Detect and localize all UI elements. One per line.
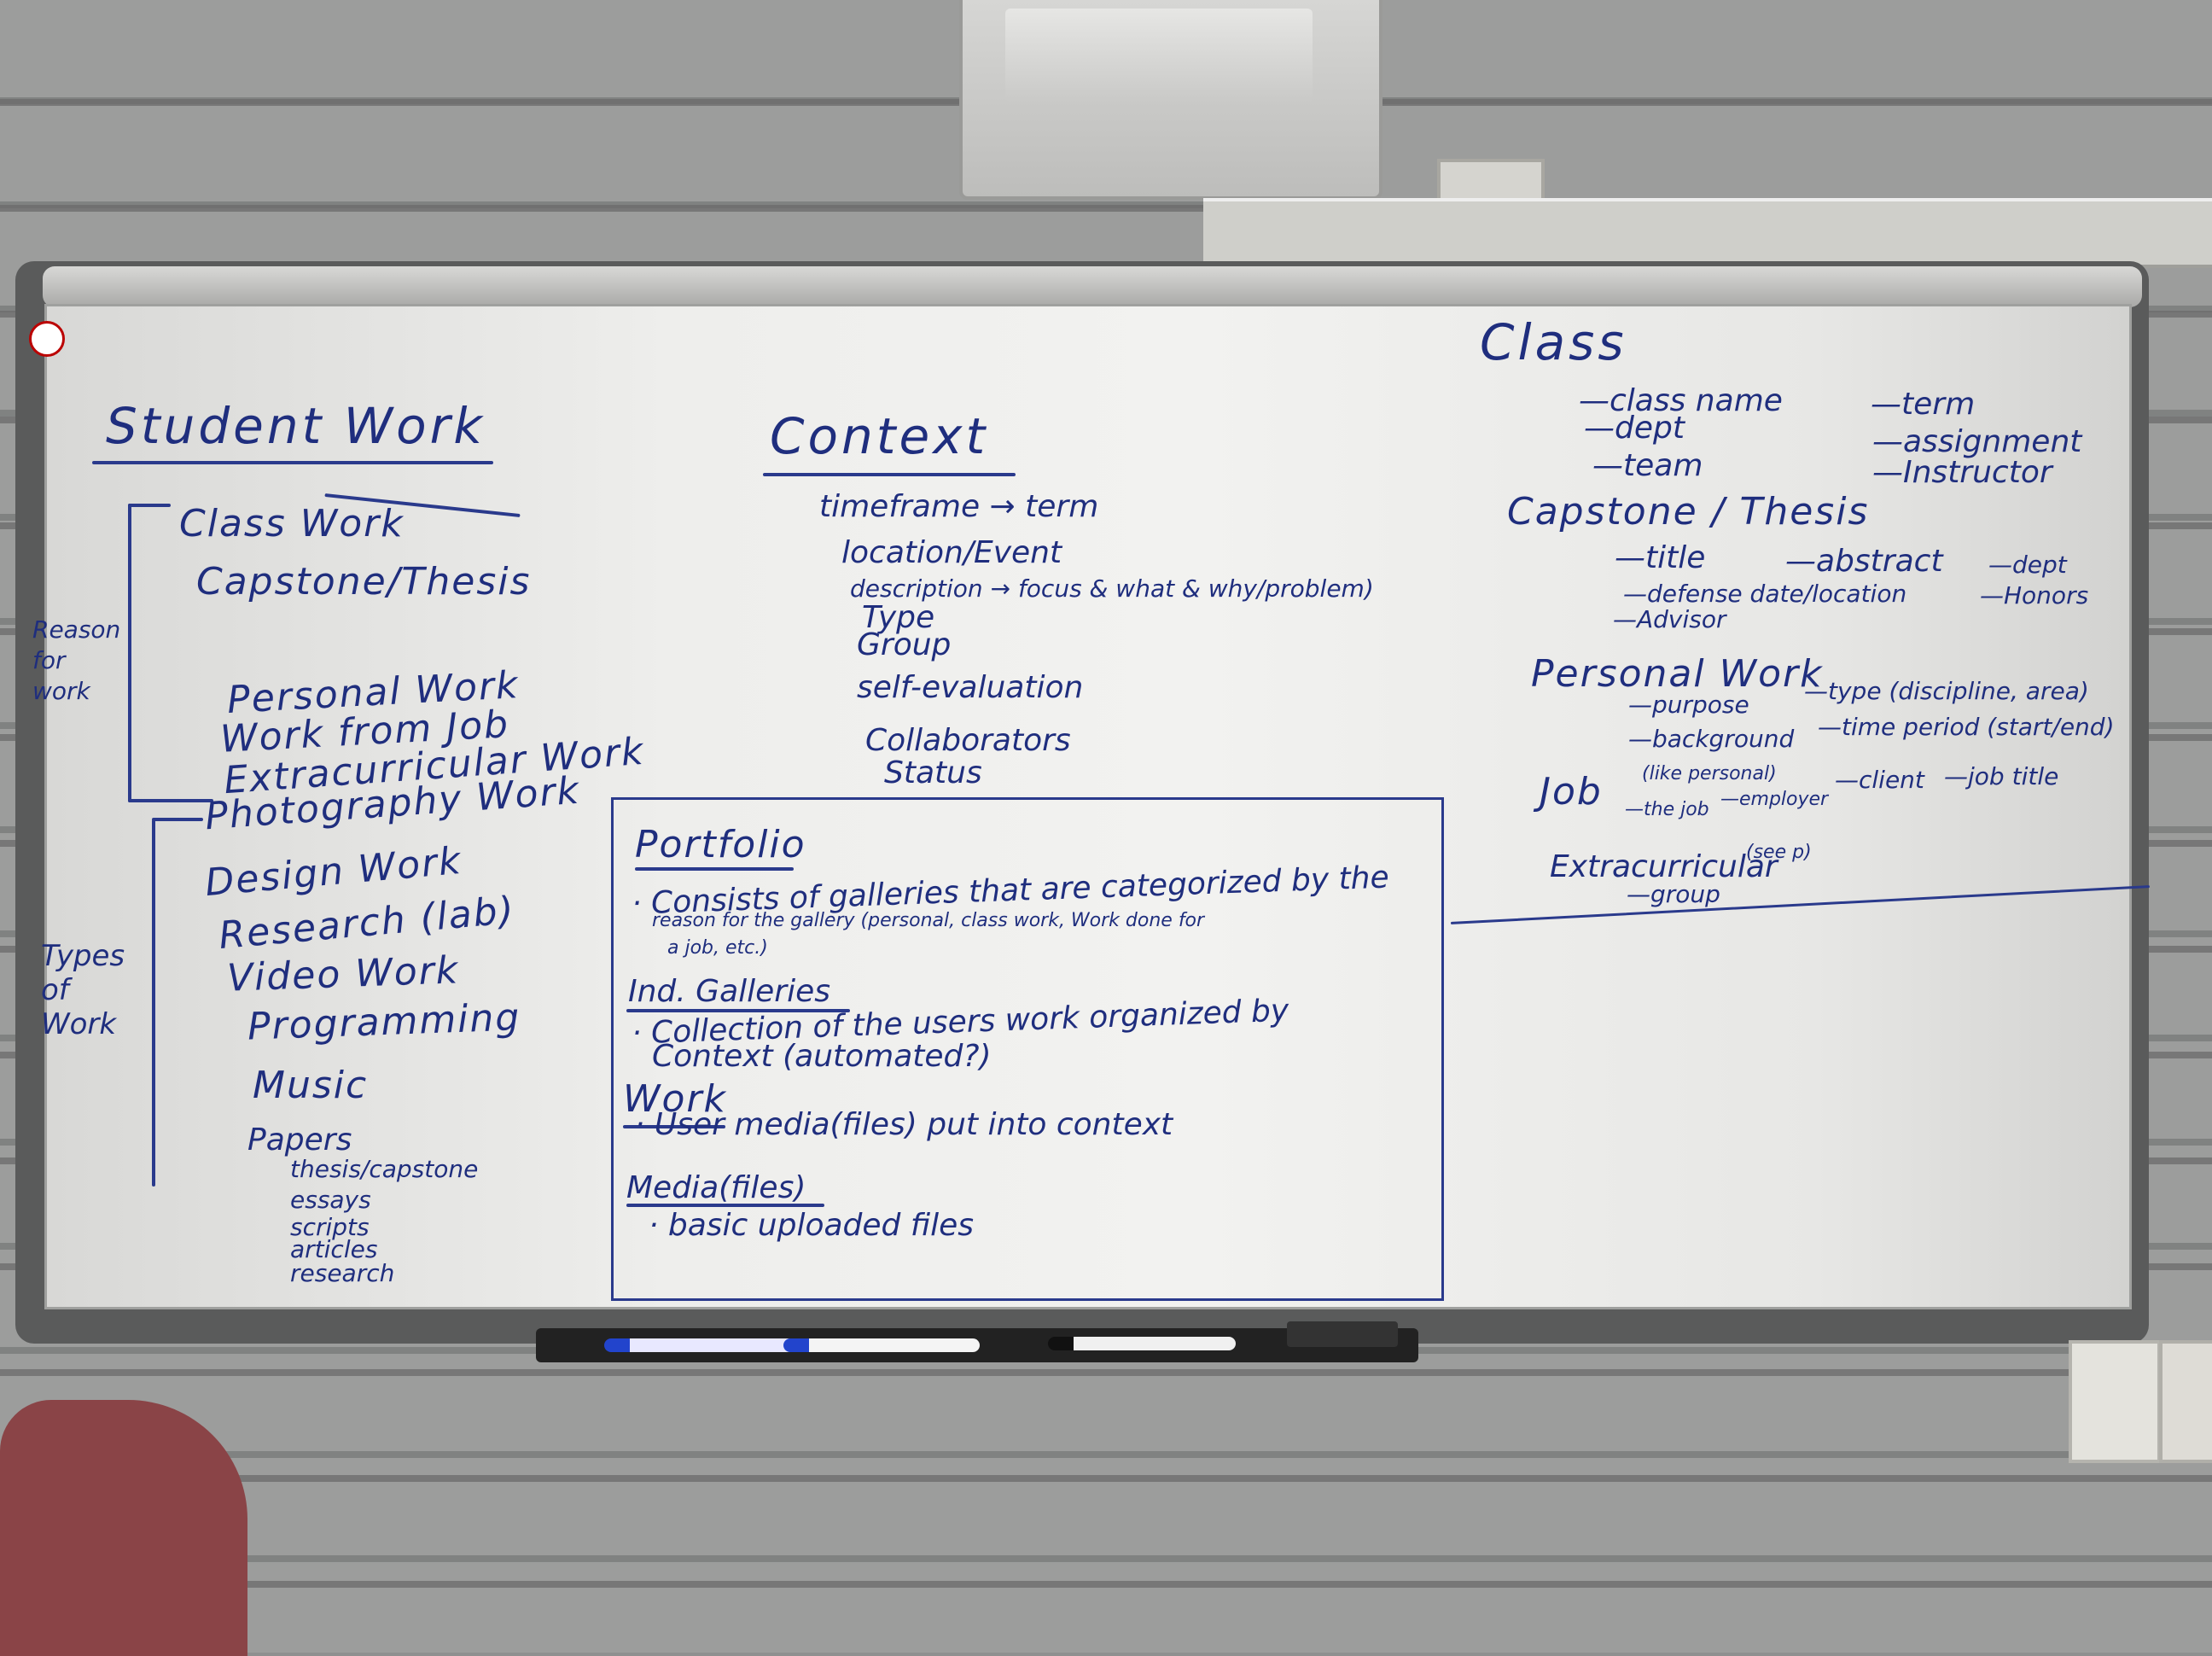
capstone-field: —Advisor [1613, 605, 1726, 633]
personal-field: —purpose [1628, 691, 1749, 719]
context-underline [763, 473, 1016, 476]
portfolio-underline [635, 867, 794, 871]
class-field: —dept [1584, 411, 1685, 446]
extracurricular-note: (see p) [1746, 842, 1812, 863]
light-switch [2159, 1340, 2212, 1463]
media-underline [626, 1204, 824, 1207]
personal-field: —background [1628, 725, 1795, 753]
student-work-underline [92, 461, 493, 464]
ind-galleries-line: Context (automated?) [652, 1039, 992, 1074]
types-of-work-label: Types of Work [41, 939, 125, 1041]
eraser [1287, 1321, 1398, 1347]
job-field: —job title [1944, 762, 2059, 790]
job-note: (like personal) [1642, 763, 1777, 784]
portfolio-line: reason for the gallery (personal, class … [652, 910, 1205, 931]
context-title: Context [770, 407, 989, 465]
type-item: Music [253, 1064, 369, 1107]
job-title: Job [1540, 770, 1603, 813]
whiteboard-top-rail [43, 266, 2142, 307]
capstone-field: —title [1615, 540, 1706, 575]
reason-for-work-label: Reason for work [32, 615, 121, 705]
student-work-title: Student Work [106, 397, 486, 455]
reason-item: Class Work [179, 502, 405, 545]
context-item: location/Event [841, 535, 1062, 570]
capstone-field: —defense date/location [1623, 580, 1907, 608]
marker-white [783, 1338, 980, 1352]
reason-item: Capstone/Thesis [196, 560, 532, 604]
reason-bracket-top [128, 504, 171, 507]
work-title: Work [623, 1077, 727, 1121]
media-title: Media(files) [626, 1170, 806, 1205]
context-item: self-evaluation [857, 670, 1084, 705]
class-field: —assignment [1872, 424, 2082, 459]
extracurricular-title: Extracurricular [1550, 849, 1778, 884]
marker-black [1048, 1337, 1236, 1350]
paper-item: scripts [290, 1213, 370, 1241]
personal-field: —type (discipline, area) [1804, 677, 2089, 705]
context-item: Group [857, 627, 952, 662]
context-item: Type [862, 600, 935, 635]
class-field: —class name [1579, 383, 1783, 418]
work-underline [623, 1125, 725, 1128]
job-field: —the job [1625, 799, 1709, 820]
paper-item: research [290, 1259, 395, 1287]
projector [959, 0, 1382, 200]
types-bracket [152, 819, 155, 1187]
personal-field: —time period (start/end) [1818, 713, 2115, 741]
chair [0, 1400, 247, 1656]
paper-item: articles [290, 1235, 378, 1263]
paper-item: thesis/capstone [290, 1155, 479, 1183]
class-field: —term [1871, 387, 1976, 422]
type-item: Programming [247, 995, 522, 1049]
ind-galleries-underline [626, 1009, 850, 1012]
context-item: timeframe → term [819, 489, 1099, 524]
class-field: —Instructor [1872, 455, 2052, 490]
job-field: —client [1835, 766, 1924, 794]
reason-bracket-bottom [128, 799, 213, 802]
class-field: —team [1592, 448, 1703, 483]
context-item: description → focus & what & why/problem… [850, 574, 1374, 603]
job-field: —employer [1720, 789, 1829, 810]
portfolio-line: a job, etc.) [667, 937, 768, 959]
class-title: Class [1480, 313, 1627, 371]
brand-logo-icon [29, 321, 65, 357]
whiteboard [44, 304, 2132, 1309]
paper-item: essays [290, 1186, 371, 1214]
work-line: · User media(files) put into context [635, 1107, 1173, 1142]
capstone-field: —Honors [1980, 581, 2089, 609]
context-item: Status [884, 755, 982, 790]
marker-blue [604, 1338, 800, 1352]
media-line: · basic uploaded files [649, 1208, 975, 1243]
capstone-field: —dept [1988, 551, 2067, 579]
capstone-title: Capstone / Thesis [1507, 490, 1870, 534]
type-item: Papers [247, 1122, 352, 1157]
context-item: Collaborators [865, 723, 1071, 758]
wall-plug [2069, 1340, 2161, 1463]
portfolio-title: Portfolio [635, 823, 806, 866]
ind-galleries-title: Ind. Galleries [628, 974, 830, 1009]
personal-work-title: Personal Work [1531, 652, 1824, 696]
types-bracket-top [152, 818, 203, 821]
capstone-field: —abstract [1785, 544, 1943, 579]
extracurricular-field: —group [1627, 880, 1720, 908]
type-item: Video Work [226, 948, 461, 1000]
projector-housing [1005, 9, 1313, 102]
marker-tray [536, 1321, 1418, 1362]
reason-bracket [128, 504, 131, 802]
cable-conduit [1203, 198, 2212, 268]
portfolio-box [611, 797, 1444, 1301]
